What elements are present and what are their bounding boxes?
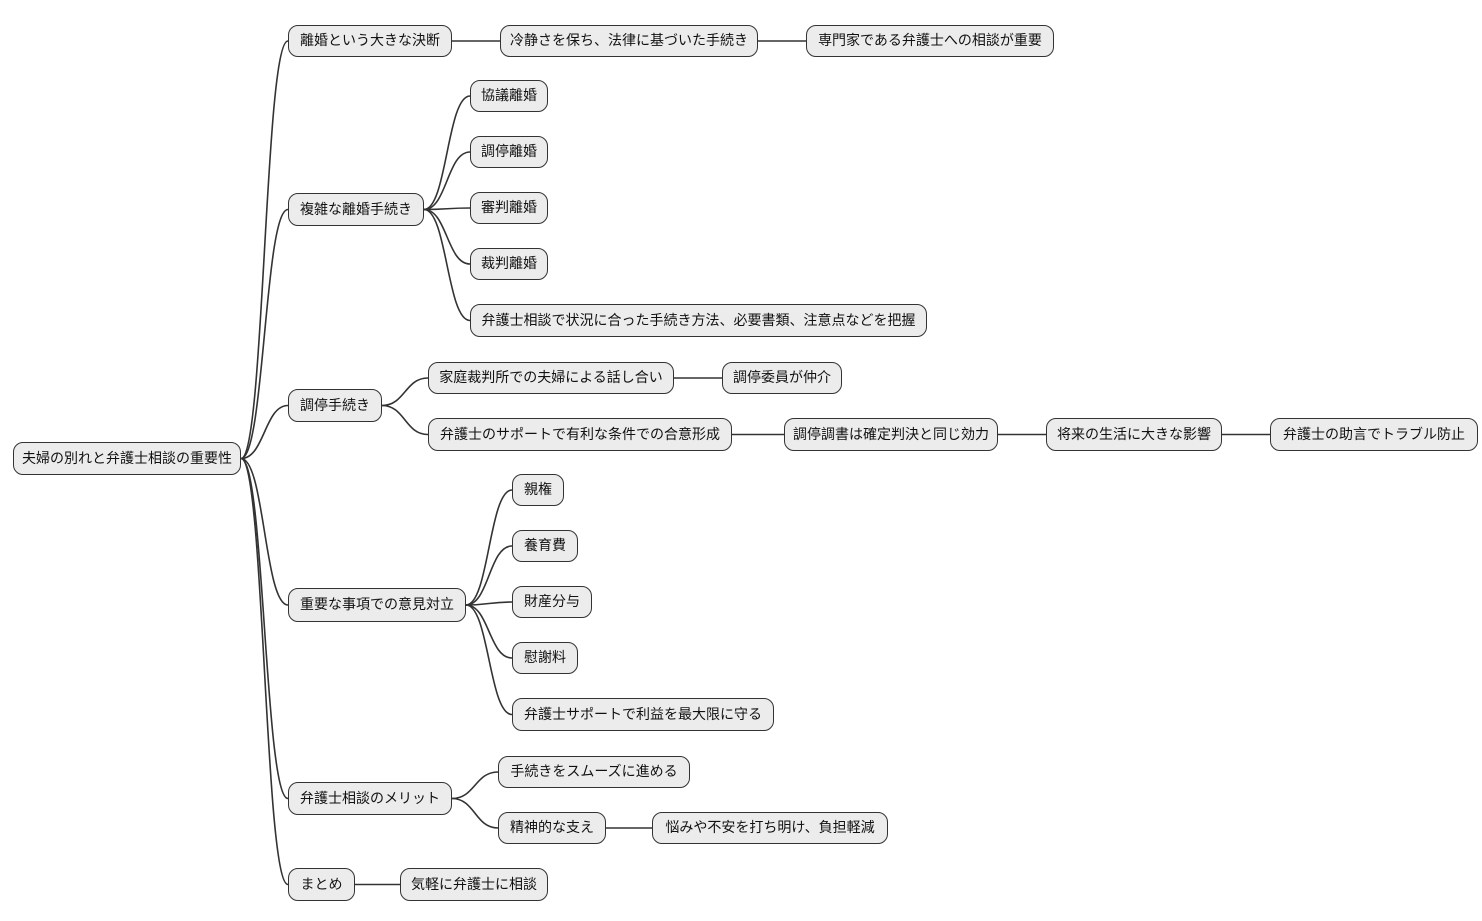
mindmap-edge-root-n1 <box>240 40 289 460</box>
mindmap-edge-root-n3 <box>240 404 289 460</box>
mindmap-node-n3b: 弁護士のサポートで有利な条件での合意形成 <box>428 418 732 451</box>
mindmap-node-n2c: 審判離婚 <box>470 192 548 224</box>
mindmap-edge-n5-n5a <box>451 771 499 800</box>
mindmap-node-n1a: 冷静さを保ち、法律に基づいた手続き <box>500 25 758 57</box>
mindmap-edge-n2-n2a <box>423 95 471 211</box>
mindmap-edge-root-n4 <box>240 457 289 606</box>
mindmap-edge-n2-n2e <box>423 208 471 322</box>
mindmap-node-n4a: 親権 <box>512 474 564 506</box>
mindmap-node-n4b: 養育費 <box>512 530 578 562</box>
mindmap-node-n5b1: 悩みや不安を打ち明け、負担軽減 <box>652 812 888 844</box>
mindmap-edge-n4-n4c <box>465 601 513 606</box>
mindmap-edge-root-n2 <box>240 208 289 460</box>
mindmap-node-n2a: 協議離婚 <box>470 80 548 112</box>
mindmap-node-n4: 重要な事項での意見対立 <box>288 588 466 622</box>
mindmap-node-n5: 弁護士相談のメリット <box>288 782 452 815</box>
mindmap-node-n4c: 財産分与 <box>512 586 592 618</box>
mindmap-edge-n4-n4a <box>465 489 513 606</box>
mindmap-edge-n3-n3a <box>381 377 429 407</box>
mindmap-edge-n2-n2d <box>423 208 471 265</box>
mindmap-edge-n3-n3b <box>381 404 429 436</box>
mindmap-edge-n2-n2c <box>423 207 471 211</box>
mindmap-node-n3a1: 調停委員が仲介 <box>722 362 842 394</box>
mindmap-edge-n4-n4e <box>465 604 513 716</box>
mindmap-node-n3a: 家庭裁判所での夫婦による話し合い <box>428 362 674 394</box>
mindmap-edge-root-n5 <box>240 457 289 800</box>
mindmap-node-n2d: 裁判離婚 <box>470 248 548 280</box>
mindmap-node-n5b: 精神的な支え <box>498 812 606 844</box>
mindmap-node-n3b1: 調停調書は確定判決と同じ効力 <box>784 418 998 451</box>
mindmap-node-n2e: 弁護士相談で状況に合った手続き方法、必要書類、注意点などを把握 <box>470 304 927 337</box>
mindmap-node-n4e: 弁護士サポートで利益を最大限に守る <box>512 698 774 731</box>
mindmap-node-n6: まとめ <box>288 868 355 901</box>
mindmap-edge-n2-n2b <box>423 151 471 211</box>
mindmap-node-n3b3: 弁護士の助言でトラブル防止 <box>1270 418 1478 451</box>
mindmap-edge-n5-n5b <box>451 797 499 829</box>
mindmap-node-n5a: 手続きをスムーズに進める <box>498 756 690 788</box>
mindmap-node-n2: 複雑な離婚手続き <box>288 193 424 226</box>
mindmap-node-n1: 離婚という大きな決断 <box>288 25 452 57</box>
mindmap-node-n3: 調停手続き <box>288 389 382 422</box>
mindmap-node-root: 夫婦の別れと弁護士相談の重要性 <box>13 442 241 475</box>
mindmap-node-n2b: 調停離婚 <box>470 136 548 168</box>
mindmap-edge-root-n6 <box>240 457 289 886</box>
mindmap-node-n6a: 気軽に弁護士に相談 <box>400 868 548 901</box>
mindmap-edge-n4-n4d <box>465 604 513 659</box>
mindmap-node-n3b2: 将来の生活に大きな影響 <box>1046 418 1222 451</box>
mindmap-node-n4d: 慰謝料 <box>512 642 578 674</box>
mindmap-node-n1b: 専門家である弁護士への相談が重要 <box>806 25 1054 57</box>
mindmap-edge-n4-n4b <box>465 545 513 606</box>
